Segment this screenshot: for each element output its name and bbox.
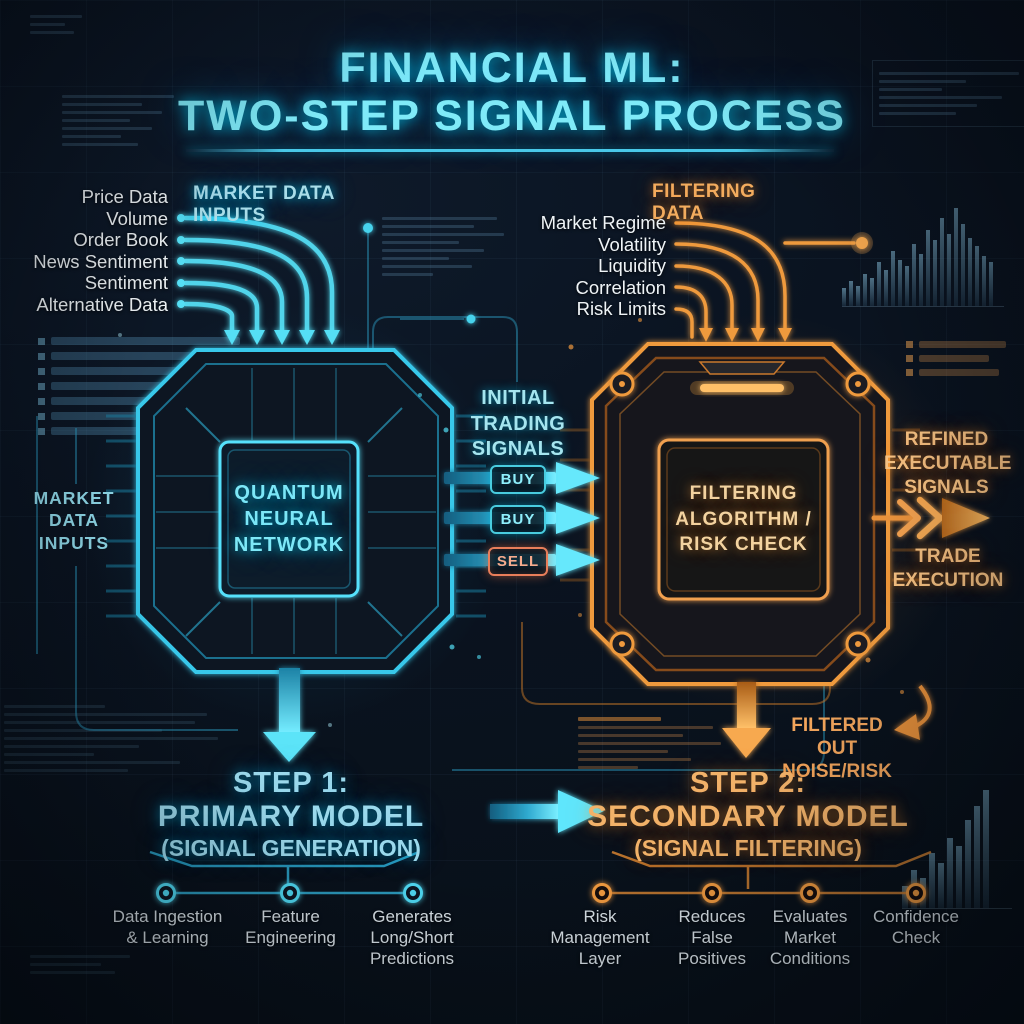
signal-badge-buy-1: BUY: [490, 465, 546, 494]
refined-signals-label: REFINED EXECUTABLE SIGNALS: [884, 429, 1012, 498]
node-dot: [466, 314, 476, 324]
initial-trading-signals-label: INITIAL TRADING SIGNALS: [470, 387, 566, 461]
step2-line-3: (SIGNAL FILTERING): [634, 835, 862, 861]
list-item: Alternative Data: [36, 293, 168, 315]
step2-line-2: SECONDARY MODEL: [587, 800, 909, 833]
filtered-down-arrow: [722, 682, 771, 758]
step1-node-label: Data Ingestion & Learning: [112, 907, 223, 947]
step2-line-1: STEP 2:: [689, 767, 807, 799]
title-line-2: TWO-STEP SIGNAL PROCESS: [178, 92, 846, 140]
list-item: Market Regime: [540, 212, 666, 233]
list-item: Liquidity: [598, 255, 666, 276]
filtering-data-list: Market Regime Volatility Liquidity Corre…: [520, 212, 666, 320]
chart-connector-dot: [856, 237, 868, 249]
market-input-curves: [183, 215, 335, 333]
step2-node-label: Evaluates Market Conditions: [769, 907, 851, 968]
primary-chip-label: QUANTUM NEURAL NETWORK: [233, 482, 345, 556]
list-item: Risk Limits: [576, 298, 666, 319]
step1-line-1: STEP 1:: [232, 767, 350, 799]
filtering-input-curves: [674, 221, 856, 339]
secondary-chip-label: FILTERING ALGORITHM / RISK CHECK: [675, 483, 812, 556]
step1-node-label: Feature Engineering: [245, 907, 336, 947]
list-item: Volume: [106, 207, 168, 229]
step1-node-label: Generates Long/Short Predictions: [369, 907, 455, 968]
step2-node-label: Reduces False Positives: [677, 907, 747, 968]
filtering-data-header: FILTERING DATA: [652, 181, 756, 224]
page-title: FINANCIAL ML: TWO-STEP SIGNAL PROCESS: [0, 44, 1024, 140]
step1-title: STEP 1: PRIMARY MODEL (SIGNAL GENERATION…: [120, 766, 462, 863]
side-label-market-data-inputs: MARKET DATA INPUTS: [33, 488, 115, 553]
step2-node-label: Confidence Check: [872, 907, 959, 947]
filtered-out-line-1: FILTERED OUT: [791, 715, 883, 760]
market-data-inputs-list: Price Data Volume Order Book News Sentim…: [20, 186, 168, 315]
list-item: Order Book: [73, 229, 168, 250]
primary-down-arrow: [263, 668, 316, 762]
list-item: Volatility: [598, 233, 666, 255]
step2-title: STEP 2: SECONDARY MODEL (SIGNAL FILTERIN…: [575, 766, 921, 863]
title-line-1: FINANCIAL ML:: [339, 44, 685, 92]
step1-line-3: (SIGNAL GENERATION): [161, 835, 421, 861]
list-item: News Sentiment: [33, 250, 168, 272]
title-underline: [186, 149, 834, 152]
signal-badge-buy-2: BUY: [490, 505, 546, 534]
filtering-input-arrowheads: [699, 328, 792, 342]
market-data-inputs-header: MARKET DATA INPUTS: [193, 183, 335, 226]
step1-line-2: PRIMARY MODEL: [157, 800, 425, 833]
list-item: Correlation: [575, 276, 667, 298]
refined-output-arrow: [871, 496, 990, 540]
trade-execution-label: TRADE EXECUTION: [892, 546, 1004, 591]
list-item: Sentiment: [84, 272, 168, 293]
list-item: Price Data: [81, 186, 168, 207]
signal-badge-sell: SELL: [488, 547, 548, 576]
step2-node-label: Risk Management Layer: [550, 907, 650, 968]
